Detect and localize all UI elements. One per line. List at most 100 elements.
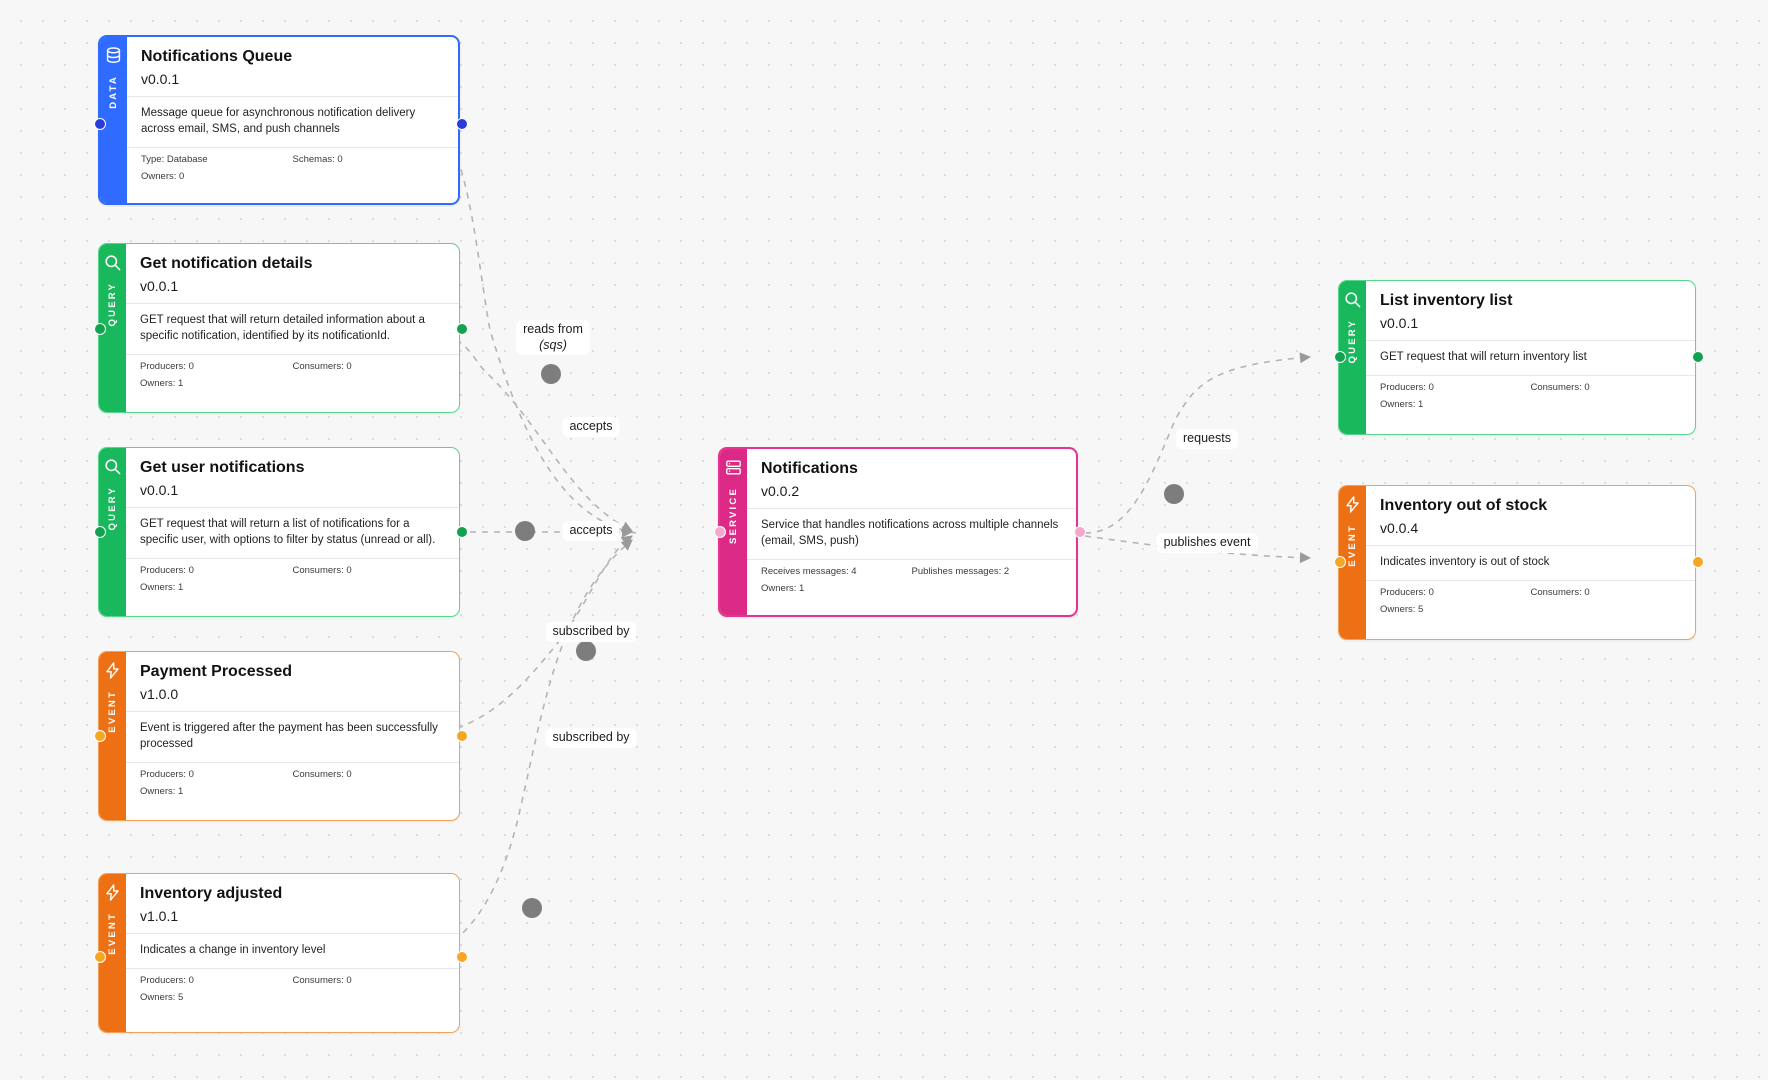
stat-producers: Producers: 0	[140, 565, 194, 577]
node-body: Get user notifications v0.0.1 GET reques…	[126, 448, 459, 616]
port-notifications-queue-right[interactable]	[456, 118, 468, 130]
node-description: GET request that will return detailed in…	[126, 303, 459, 354]
node-payment-processed[interactable]: EVENT Payment Processed v1.0.0 Event is …	[98, 651, 460, 821]
stats-row: Producers: 0 Consumers: 0	[140, 565, 445, 577]
database-icon	[106, 47, 121, 63]
node-version: v0.0.1	[140, 482, 179, 499]
stat-owners: Owners: 1	[140, 785, 184, 797]
stat-consumers: Consumers: 0	[1530, 587, 1590, 599]
stat-producers: Producers: 0	[1380, 587, 1434, 599]
port-inventory-out-of-stock-left[interactable]	[1334, 556, 1346, 568]
stat-consumers: Consumers: 0	[292, 975, 352, 987]
port-notifications-service-left[interactable]	[714, 526, 726, 538]
node-kind-label: QUERY	[106, 486, 118, 531]
node-body: List inventory list v0.0.1 GET request t…	[1366, 281, 1695, 434]
stats-row: Owners: 5	[1380, 604, 1681, 615]
stats-row: Producers: 0 Consumers: 0	[140, 361, 445, 373]
node-description: Service that handles notifications acros…	[747, 508, 1076, 559]
node-description: Message queue for asynchronous notificat…	[127, 96, 458, 147]
node-kind-label: QUERY	[1346, 319, 1358, 364]
port-get-notification-details-right[interactable]	[456, 323, 468, 335]
port-payment-processed-left[interactable]	[94, 730, 106, 742]
node-version: v0.0.1	[141, 71, 180, 88]
edge-label-requests: requests	[1176, 429, 1238, 449]
stat-owners: Owners: 1	[140, 581, 184, 593]
stats-row: Owners: 1	[140, 378, 445, 389]
edge-label-reads-from: reads from (sqs)	[516, 320, 590, 356]
node-version: v1.0.1	[140, 908, 179, 925]
stat-owners: Owners: 0	[141, 170, 185, 182]
port-notifications-service-right[interactable]	[1074, 526, 1086, 538]
stat-type: Type: Database	[141, 154, 208, 166]
stat-owners: Owners: 1	[1380, 398, 1424, 410]
stats-row: Type: Database Schemas: 0	[141, 154, 444, 166]
node-description: Indicates a change in inventory level	[126, 933, 459, 968]
port-inventory-adjusted-right[interactable]	[456, 951, 468, 963]
edge-label-accepts-1: accepts	[562, 417, 620, 437]
magnifier-icon	[105, 459, 121, 475]
node-get-notification-details[interactable]: QUERY Get notification details v0.0.1 GE…	[98, 243, 460, 413]
node-version: v1.0.0	[140, 686, 179, 703]
node-body: Notifications v0.0.2 Service that handle…	[747, 449, 1076, 615]
magnifier-icon	[1345, 292, 1361, 308]
node-inventory-adjusted[interactable]: EVENT Inventory adjusted v1.0.1 Indicate…	[98, 873, 460, 1033]
node-kind-label: DATA	[107, 75, 119, 109]
port-get-notification-details-left[interactable]	[94, 323, 106, 335]
node-description: GET request that will return a list of n…	[126, 507, 459, 558]
node-sidebar-query: QUERY	[99, 244, 126, 412]
stats-row: Owners: 1	[761, 582, 1062, 594]
node-description: GET request that will return inventory l…	[1366, 340, 1695, 375]
stat-producers: Producers: 0	[140, 361, 194, 373]
port-list-inventory-list-right[interactable]	[1692, 351, 1704, 363]
stat-producers: Producers: 0	[1380, 382, 1434, 394]
stat-consumers: Consumers: 0	[292, 361, 352, 373]
node-stats: Producers: 0 Consumers: 0 Owners: 5	[1366, 580, 1695, 624]
stat-consumers: Consumers: 0	[292, 769, 352, 781]
port-payment-processed-right[interactable]	[456, 730, 468, 742]
node-inventory-out-of-stock[interactable]: EVENT Inventory out of stock v0.0.4 Indi…	[1338, 485, 1696, 640]
port-inventory-out-of-stock-right[interactable]	[1692, 556, 1704, 568]
node-title: List inventory list	[1380, 292, 1513, 309]
node-stats: Producers: 0 Consumers: 0 Owners: 5	[126, 968, 459, 1012]
stat-consumers: Consumers: 0	[1530, 382, 1590, 394]
node-stats: Receives messages: 4 Publishes messages:…	[747, 559, 1076, 603]
node-title: Payment Processed	[140, 663, 293, 680]
stat-receives-messages: Receives messages: 4	[761, 566, 857, 578]
node-kind-label: EVENT	[1346, 524, 1358, 567]
edge-label-subscribed-by-1: subscribed by	[545, 622, 637, 642]
stats-row: Owners: 5	[140, 992, 445, 1003]
port-get-user-notifications-left[interactable]	[94, 526, 106, 538]
node-description: Event is triggered after the payment has…	[126, 711, 459, 762]
stats-row: Owners: 1	[1380, 398, 1681, 410]
node-title: Inventory adjusted	[140, 885, 283, 902]
node-stats: Producers: 0 Consumers: 0 Owners: 1	[1366, 375, 1695, 419]
port-inventory-adjusted-left[interactable]	[94, 951, 106, 963]
node-notifications-queue[interactable]: DATA Notifications Queue v0.0.1 Message …	[98, 35, 460, 205]
node-get-user-notifications[interactable]: QUERY Get user notifications v0.0.1 GET …	[98, 447, 460, 617]
waypoint-dot	[576, 641, 596, 661]
node-body: Inventory out of stock v0.0.4 Indicates …	[1366, 486, 1695, 639]
stat-owners: Owners: 1	[761, 582, 805, 594]
node-body: Inventory adjusted v1.0.1 Indicates a ch…	[126, 874, 459, 1032]
port-notifications-queue-left[interactable]	[94, 118, 106, 130]
stats-row: Producers: 0 Consumers: 0	[1380, 382, 1681, 394]
edge-label-accepts-2: accepts	[562, 521, 620, 541]
stats-row: Owners: 1	[140, 785, 445, 797]
port-get-user-notifications-right[interactable]	[456, 526, 468, 538]
stats-row: Receives messages: 4 Publishes messages:…	[761, 566, 1062, 578]
stat-schemas: Schemas: 0	[292, 154, 343, 166]
node-title: Notifications Queue	[141, 48, 293, 65]
node-title: Inventory out of stock	[1380, 497, 1548, 514]
stat-producers: Producers: 0	[140, 769, 194, 781]
port-list-inventory-list-left[interactable]	[1334, 351, 1346, 363]
node-version: v0.0.2	[761, 483, 800, 500]
node-notifications-service[interactable]: SERVICE Notifications v0.0.2 Service tha…	[718, 447, 1078, 617]
node-kind-label: EVENT	[106, 690, 118, 733]
node-list-inventory-list[interactable]: QUERY List inventory list v0.0.1 GET req…	[1338, 280, 1696, 435]
node-kind-label: QUERY	[106, 282, 118, 327]
server-icon	[726, 460, 741, 475]
node-stats: Type: Database Schemas: 0 Owners: 0	[127, 147, 458, 191]
node-kind-label: SERVICE	[727, 487, 739, 544]
stat-consumers: Consumers: 0	[292, 565, 352, 577]
